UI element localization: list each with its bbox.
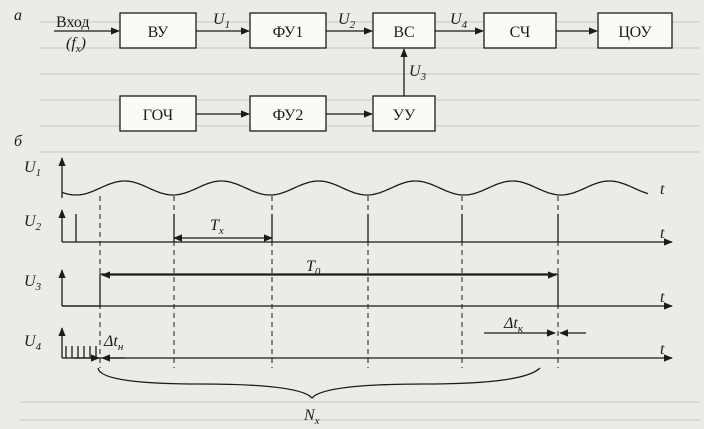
block-vu xyxy=(119,12,197,49)
label-nx: Nx xyxy=(303,407,320,427)
axis-label-u4: U4 xyxy=(24,333,42,353)
label-u3-block: U3 xyxy=(409,63,427,83)
block-vs-label: ВС xyxy=(393,24,414,41)
nx-brace xyxy=(97,367,541,399)
dashed-guides xyxy=(99,196,559,368)
label-t0: T0 xyxy=(306,258,321,278)
signal-u4-pulses xyxy=(65,346,97,358)
panel-b-label: б xyxy=(14,133,23,150)
label-tx: Tx xyxy=(210,217,224,237)
block-fu1 xyxy=(249,12,327,49)
input-label: Вход xyxy=(56,14,90,31)
block-tsou-label: ЦОУ xyxy=(618,24,652,41)
time-label-3: t xyxy=(660,289,665,306)
block-goch-label: ГОЧ xyxy=(143,107,173,124)
input-frequency-label: (fx) xyxy=(66,35,86,55)
time-label-4: t xyxy=(660,341,665,358)
signal-u2-pulses xyxy=(75,214,559,242)
block-vu-label: ВУ xyxy=(148,24,169,41)
background-page-lines xyxy=(20,21,700,421)
label-u4-block: U4 xyxy=(450,11,468,31)
block-goch xyxy=(119,95,197,132)
axis-label-u2: U2 xyxy=(24,213,42,233)
block-fu1-label: ФУ1 xyxy=(273,24,304,41)
block-fu2 xyxy=(249,95,327,132)
axis-label-u1: U1 xyxy=(24,159,41,179)
time-label-1: t xyxy=(660,181,665,198)
label-u2-block: U2 xyxy=(338,11,356,31)
block-tsou xyxy=(597,12,673,49)
block-uu-label: УУ xyxy=(393,107,416,124)
label-dtk: Δtк xyxy=(503,315,524,335)
axis-label-u3: U3 xyxy=(24,273,42,293)
time-label-2: t xyxy=(660,225,665,242)
signal-u1-waveform xyxy=(61,180,649,196)
signal-u3-gate xyxy=(62,273,559,307)
label-u1-block: U1 xyxy=(213,11,230,31)
block-fu2-label: ФУ2 xyxy=(273,107,304,124)
block-uu xyxy=(372,95,436,132)
label-dtn: Δtн xyxy=(103,333,124,353)
panel-a-label: а xyxy=(14,7,22,24)
block-sch-label: СЧ xyxy=(510,24,531,41)
